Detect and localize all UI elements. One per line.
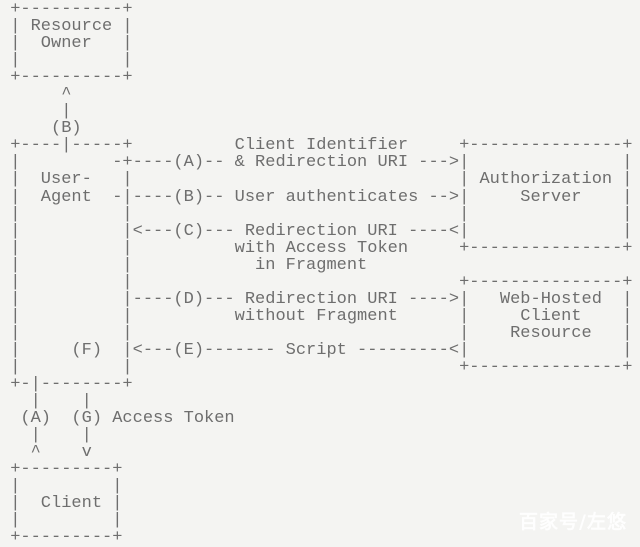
- oauth-implicit-flow-page: +----------+ | Resource | | Owner | | | …: [10, 0, 633, 547]
- oauth-implicit-grant-ascii-diagram: +----------+ | Resource | | Owner | | | …: [10, 0, 633, 547]
